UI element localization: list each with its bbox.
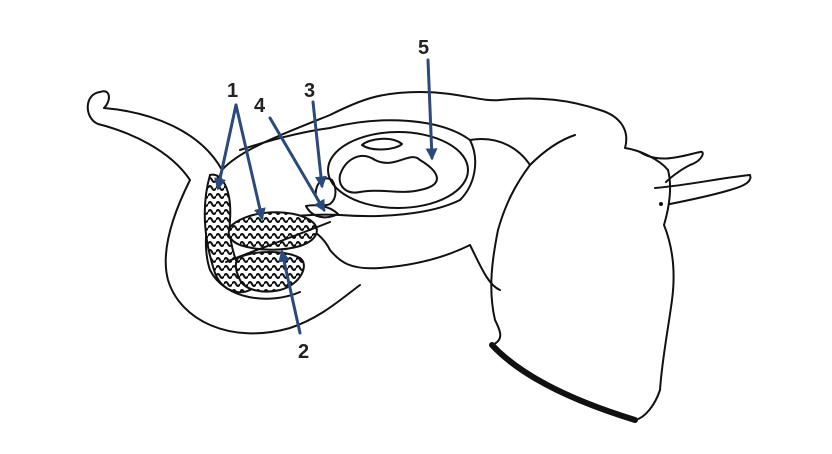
organ-5-inner [340, 156, 437, 193]
neck-outline [470, 135, 575, 165]
label-5: 5 [418, 37, 429, 59]
arrow-5 [428, 60, 432, 158]
label-4: 4 [254, 95, 266, 117]
eye-spot [659, 202, 663, 206]
tentacle-upper [640, 152, 703, 182]
label-1: 1 [227, 80, 238, 102]
arrow-1b [236, 105, 262, 218]
organ-5-lobe [362, 139, 402, 150]
gland-mass-lower [236, 252, 304, 292]
label-2: 2 [298, 341, 309, 363]
head-outline [491, 165, 530, 345]
organ-5-outline [328, 132, 468, 208]
arrow-1a [218, 105, 236, 188]
sole-outline [492, 345, 635, 420]
mantle-outline [240, 120, 475, 218]
body-upper-outline [222, 92, 668, 170]
arrow-3 [313, 102, 322, 186]
label-3: 3 [304, 80, 315, 102]
foot-outline [635, 170, 674, 420]
